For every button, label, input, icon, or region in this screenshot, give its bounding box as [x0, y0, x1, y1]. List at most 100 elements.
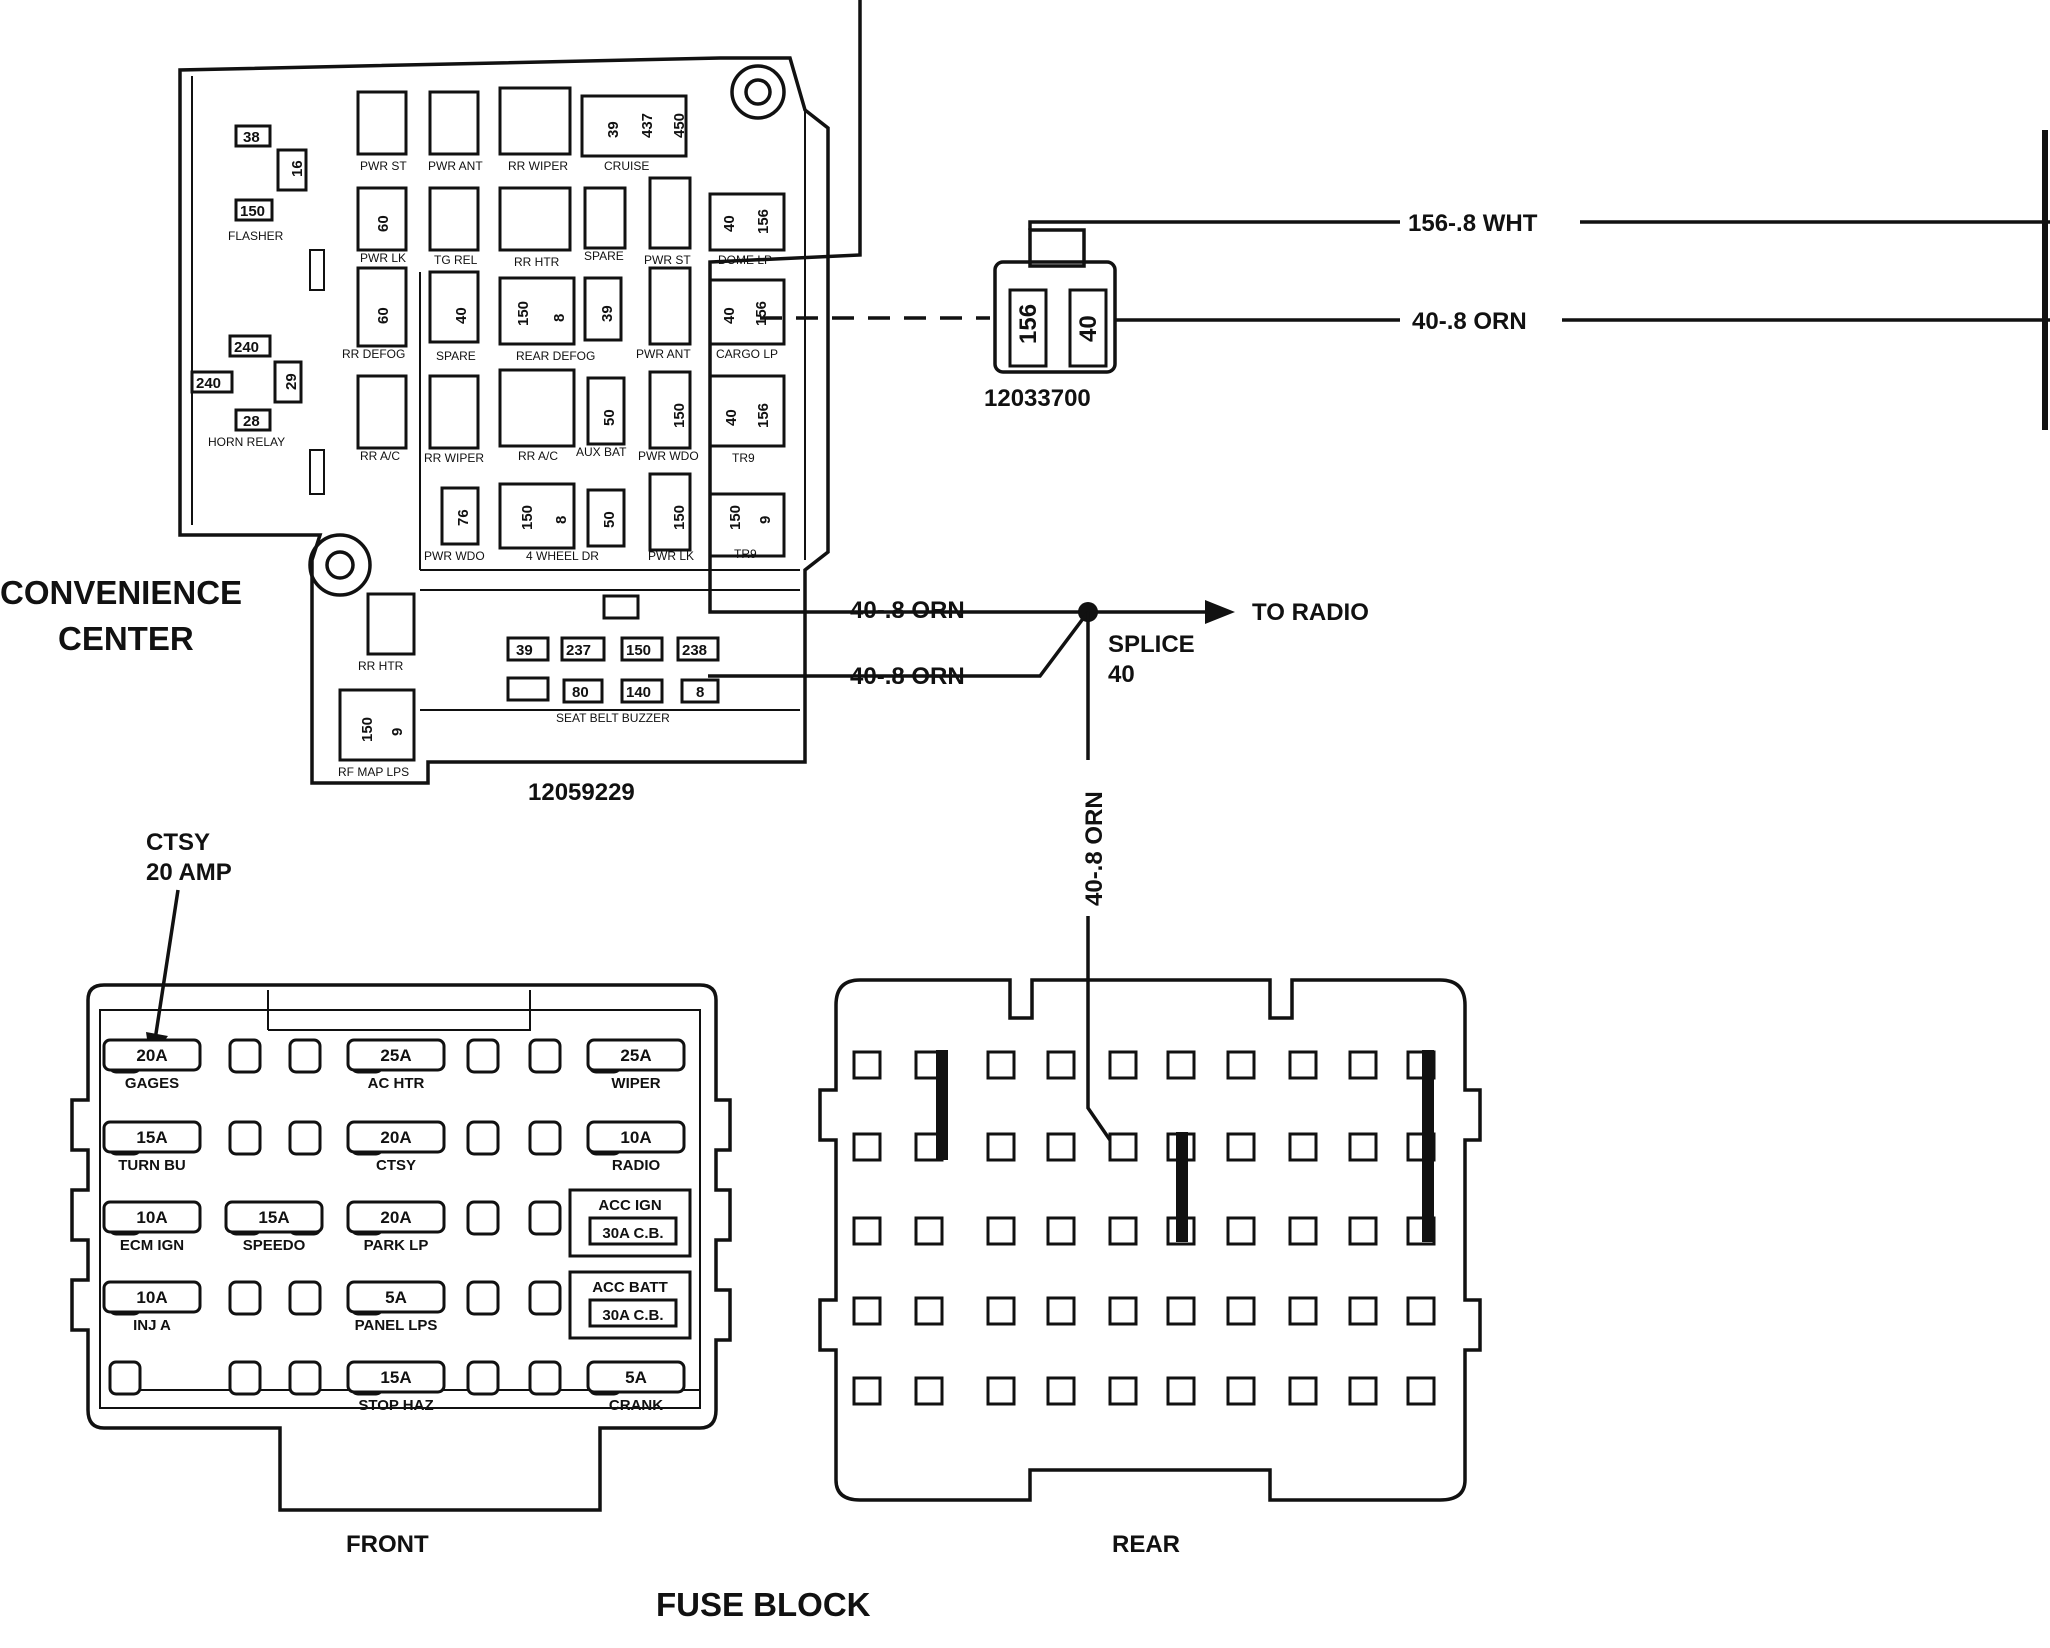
- rear-terminal: [1046, 1296, 1076, 1326]
- fuse-value: 15A: [136, 1128, 167, 1147]
- connector-part-number: 12033700: [984, 385, 1091, 412]
- bus-bar: [1176, 1132, 1188, 1242]
- flasher-label: FLASHER: [228, 229, 284, 243]
- svg-text:60: 60: [375, 307, 392, 324]
- breaker-label: ACC BATT: [592, 1279, 668, 1296]
- label-cargo-lp: CARGO LP: [716, 347, 778, 361]
- fuse-cavity: [288, 1120, 322, 1156]
- rear-terminal: [1406, 1296, 1436, 1326]
- svg-text:150: 150: [626, 642, 651, 659]
- svg-text:40: 40: [723, 409, 740, 426]
- svg-text:150: 150: [727, 505, 744, 530]
- rear-terminal: [1348, 1050, 1378, 1080]
- rear-terminal: [1166, 1050, 1196, 1080]
- svg-text:150: 150: [671, 403, 688, 428]
- rear-terminal: [1288, 1050, 1318, 1080]
- rear-terminal: [1108, 1132, 1138, 1162]
- convenience-center-title-1: CONVENIENCE: [0, 574, 242, 611]
- fuse-crank: [586, 1360, 686, 1394]
- wire-40-orn-bottom: 40-.8 ORN: [850, 663, 965, 690]
- fuse-cavity: [528, 1120, 562, 1156]
- fuse-cavity: [466, 1038, 500, 1074]
- svg-text:140: 140: [626, 684, 651, 701]
- rear-terminal: [914, 1376, 944, 1406]
- svg-text:9: 9: [757, 516, 774, 524]
- fuse-label: CTSY: [376, 1157, 416, 1174]
- relay-150: 150: [240, 203, 265, 220]
- label-pwr-lk-1: PWR LK: [360, 251, 406, 265]
- label-rear-defog: REAR DEFOG: [516, 349, 595, 363]
- rear-terminal: [1288, 1132, 1318, 1162]
- label-pwr-st-1: PWR ST: [360, 159, 407, 173]
- svg-text:50: 50: [601, 409, 618, 426]
- svg-text:237: 237: [566, 642, 591, 659]
- fuse-cavity: [228, 1280, 262, 1316]
- svg-text:156: 156: [753, 301, 770, 326]
- fuse-cavity: [466, 1280, 500, 1316]
- fuse-label: STOP HAZ: [358, 1397, 433, 1414]
- svg-text:150: 150: [515, 301, 532, 326]
- label-rr-htr-1: RR HTR: [514, 255, 560, 269]
- fuse-speedo: [224, 1200, 324, 1234]
- cc-slots: [356, 86, 786, 558]
- rear-terminal: [1046, 1050, 1076, 1080]
- label-tr9-1: TR9: [732, 451, 755, 465]
- rear-terminal: [1288, 1376, 1318, 1406]
- breaker-value: 30A C.B.: [602, 1225, 663, 1242]
- rear-terminal: [1166, 1296, 1196, 1326]
- rear-terminal: [1108, 1376, 1138, 1406]
- label-cruise: CRUISE: [604, 159, 649, 173]
- rear-terminal: [1226, 1296, 1256, 1326]
- fuse-park-lp: [346, 1200, 446, 1234]
- fuse-cavity: [288, 1280, 322, 1316]
- fuse-cavity: [288, 1360, 322, 1396]
- rear-terminal: [1166, 1376, 1196, 1406]
- label-seat-belt-buzzer: SEAT BELT BUZZER: [556, 711, 670, 725]
- svg-text:150: 150: [359, 717, 376, 742]
- label-tr9-2: TR9: [734, 547, 757, 561]
- rear-terminal: [1046, 1132, 1076, 1162]
- label-rr-htr-2: RR HTR: [358, 659, 404, 673]
- fuse-wiper: [586, 1038, 686, 1072]
- fuse-block-front: CTSY 20 AMP: [70, 829, 732, 1512]
- wire-156-wht: 156-.8 WHT: [1408, 210, 1538, 237]
- svg-text:40: 40: [721, 215, 738, 232]
- rear-terminal: [986, 1216, 1016, 1246]
- fuse-turn-bu: [102, 1120, 202, 1154]
- fuse-label: RADIO: [612, 1157, 661, 1174]
- fuse-value: 15A: [380, 1368, 411, 1387]
- breaker-value: 30A C.B.: [602, 1307, 663, 1324]
- fuse-cavity: [528, 1280, 562, 1316]
- svg-text:9: 9: [389, 728, 406, 736]
- convenience-center-title-2: CENTER: [58, 620, 194, 657]
- fuse-value: 15A: [258, 1208, 289, 1227]
- rear-terminal: [852, 1296, 882, 1326]
- label-pwr-lk-2: PWR LK: [648, 549, 694, 563]
- fuse-cavity: [466, 1200, 500, 1236]
- svg-text:39: 39: [516, 642, 533, 659]
- svg-text:156: 156: [755, 403, 772, 428]
- to-radio-label: TO RADIO: [1252, 599, 1369, 626]
- wire-437: 437: [639, 113, 656, 138]
- bottom-row-1: 39 237 150 238: [506, 636, 720, 662]
- wire-40-orn-down: 40-.8 ORN: [1081, 791, 1108, 906]
- fuse-cavity: [228, 1120, 262, 1156]
- wire-40-orn-connector: 40-.8 ORN: [1412, 308, 1527, 335]
- label-spare-2: SPARE: [436, 349, 476, 363]
- rear-terminal: [1348, 1376, 1378, 1406]
- fuse-cavity: [528, 1038, 562, 1074]
- fuse-value: 20A: [380, 1128, 411, 1147]
- label-pwr-wdo-2: PWR WDO: [424, 549, 485, 563]
- fuse-value: 5A: [625, 1368, 647, 1387]
- label-rr-ac-1: RR A/C: [360, 449, 400, 463]
- fuse-ac-htr: [346, 1038, 446, 1072]
- rear-terminal: [986, 1296, 1016, 1326]
- relay-38: 38: [243, 129, 260, 146]
- rear-terminal: [1226, 1132, 1256, 1162]
- fuse-label: SPEEDO: [243, 1237, 306, 1254]
- label-spare-1: SPARE: [584, 249, 624, 263]
- relay-240b: 240: [196, 375, 221, 392]
- rear-terminal: [1226, 1376, 1256, 1406]
- bus-bar: [1422, 1050, 1434, 1242]
- svg-text:39: 39: [599, 305, 616, 322]
